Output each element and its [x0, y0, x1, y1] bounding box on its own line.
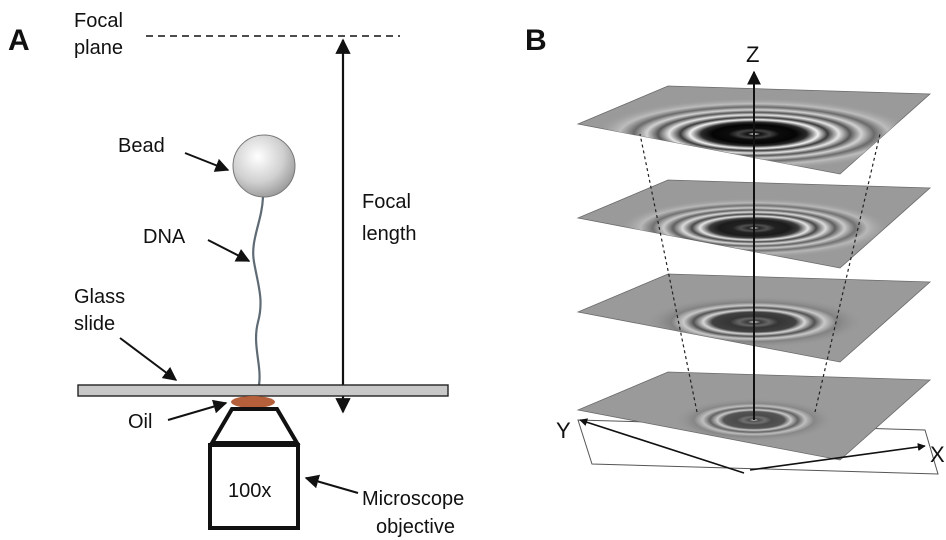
glass-slide-label-line2: slide — [74, 313, 115, 335]
oil-drop — [231, 396, 275, 408]
focal-plane-label-line2: plane — [74, 37, 123, 59]
dna-label: DNA — [143, 226, 186, 248]
bead-label: Bead — [118, 135, 165, 157]
dna-pointer — [207, 239, 251, 262]
cone-line-right — [814, 133, 881, 413]
focal-length-label-line2: length — [362, 223, 417, 245]
oil-label: Oil — [128, 411, 152, 433]
oil-pointer — [167, 399, 228, 421]
glass-slide-label-line1: Glass — [74, 286, 125, 308]
x-axis-label: X — [930, 442, 945, 467]
x-axis — [749, 443, 926, 471]
glass-slide-pointer — [119, 337, 178, 381]
focal-length-label-line1: Focal — [362, 191, 411, 213]
glass-slide — [77, 384, 449, 397]
objective-lens — [208, 407, 301, 445]
panel-a: A Focal plane Focal length Bead DNA Glas… — [8, 10, 464, 538]
objective-body — [208, 443, 300, 530]
panel-b: B Z Y X — [525, 24, 945, 475]
objective-pointer — [304, 474, 359, 494]
y-axis — [579, 418, 745, 474]
magnification-label: 100x — [228, 480, 271, 502]
objective-label-line2: objective — [376, 516, 455, 538]
dna-strand — [252, 196, 265, 386]
cone-line-left — [639, 133, 698, 413]
objective-label-line1: Microscope — [362, 488, 464, 510]
focal-plane-label-line1: Focal — [74, 10, 123, 32]
panel-a-letter: A — [8, 24, 30, 57]
y-axis-label: Y — [556, 418, 571, 443]
bead — [232, 134, 296, 198]
z-axis-label: Z — [746, 42, 759, 67]
bead-pointer — [184, 152, 230, 172]
panel-b-letter: B — [525, 24, 547, 57]
